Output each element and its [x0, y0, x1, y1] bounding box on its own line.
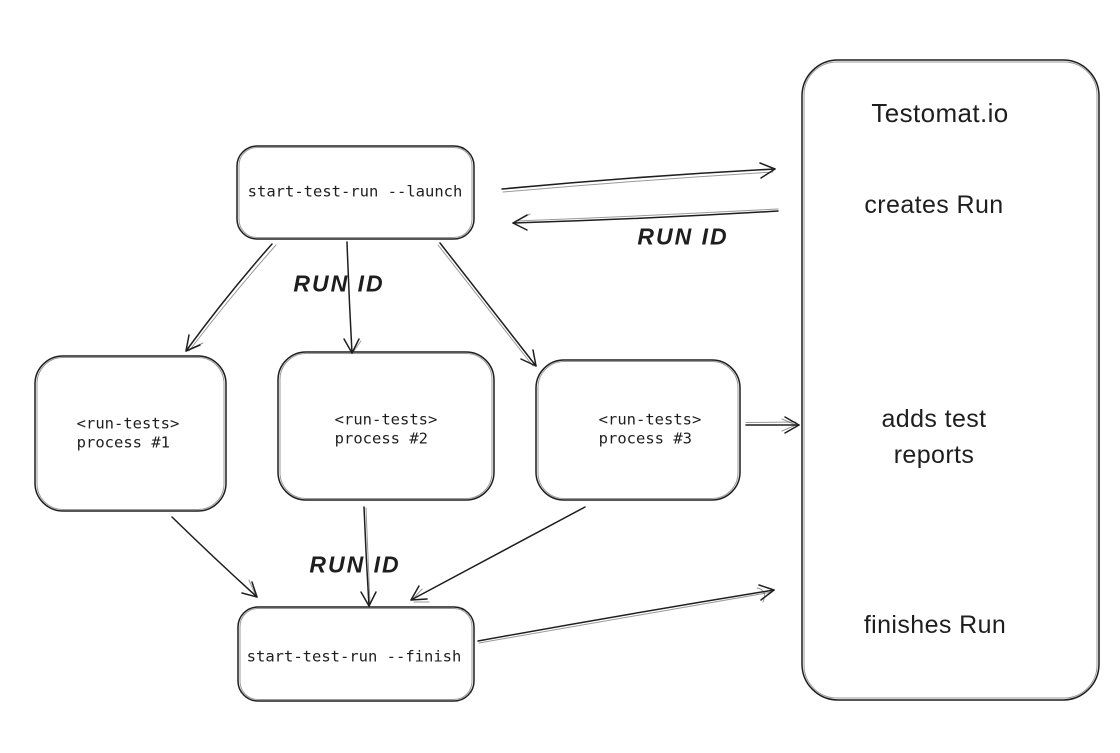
node-process3-box: [535, 359, 741, 501]
node-launch-box: [236, 145, 475, 240]
edge-process3-to-finish: [410, 506, 586, 603]
node-finish-box: [237, 606, 475, 702]
node-process1-box: [34, 355, 227, 512]
testomat-step-creates-run: creates Run: [864, 190, 1004, 219]
node-testomat-box: [801, 59, 1100, 701]
testomat-title: Testomat.io: [871, 98, 1009, 129]
run-id-label-testomat-to-launch: RUN ID: [637, 223, 729, 250]
edge-launch-to-testomat: [501, 162, 776, 193]
testomat-step-finishes-run: finishes Run: [863, 610, 1007, 639]
edge-process2-to-finish: [360, 506, 377, 607]
edge-process1-to-finish: [171, 516, 258, 598]
run-id-label-processes-to-finish: RUN ID: [309, 551, 401, 578]
edge-testomat-to-launch: [512, 208, 779, 231]
process3-node-label: <run-tests> process #3: [598, 410, 702, 448]
run-id-label-launch-to-processes: RUN ID: [293, 270, 385, 297]
finish-node-label: start-test-run --finish: [246, 647, 462, 666]
testomat-step-adds-test-reports: adds test reports: [881, 404, 987, 469]
edge-finish-to-testomat: [477, 584, 775, 644]
edge-launch-to-process2: [343, 241, 362, 354]
process1-node-label: <run-tests> process #1: [76, 414, 180, 452]
process2-node-label: <run-tests> process #2: [334, 410, 438, 448]
node-process2-box: [277, 351, 495, 501]
edge-launch-to-process3: [437, 242, 537, 367]
edge-launch-to-process1: [185, 243, 277, 352]
edge-process3-to-testomat: [745, 416, 800, 434]
launch-node-label: start-test-run --launch: [247, 182, 463, 201]
